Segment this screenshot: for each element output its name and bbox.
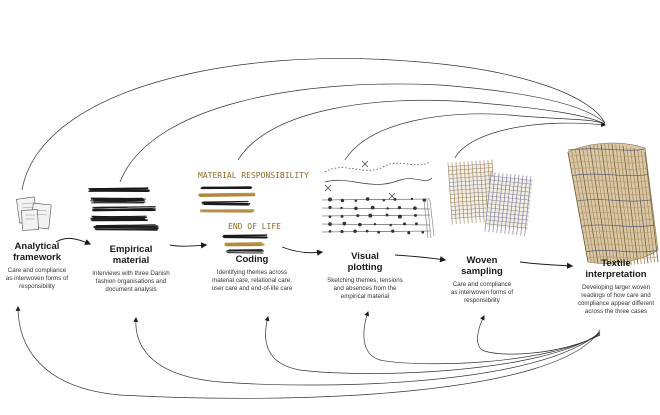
draped-textile (568, 143, 658, 265)
framework-sketch (16, 197, 51, 231)
plot-dot (421, 231, 424, 234)
plot-dot (413, 206, 417, 210)
plot-fringe (424, 200, 434, 238)
plot-dot (329, 215, 332, 218)
plot-dot (341, 199, 344, 202)
arc-top-1 (22, 58, 605, 190)
plot-dot (341, 215, 344, 218)
plot-dot (414, 214, 417, 217)
plot-dot (358, 223, 362, 227)
plot-dot (355, 199, 358, 202)
plot-dot (328, 198, 332, 202)
plot-dot (343, 222, 347, 226)
plot-dot (340, 207, 342, 209)
step-title: Coding (196, 254, 308, 265)
coding-subheading: END OF LIFE (228, 222, 281, 231)
coding-stroke (225, 243, 261, 244)
coding-sketch: MATERIAL RESPONSIBILITY END OF LIFE (198, 171, 309, 253)
plot-dot (403, 222, 406, 225)
arrow-5-6 (520, 262, 572, 266)
plot-dot (353, 229, 356, 232)
plot-line (322, 231, 430, 232)
plot-dot (340, 230, 343, 233)
arc-bottom-1 (18, 307, 600, 398)
plot-dot (391, 229, 394, 232)
plot-dot (366, 230, 369, 233)
plot-dot (383, 199, 385, 201)
paper-sheet (21, 210, 38, 231)
bottom-feedback-arcs (18, 307, 600, 398)
woven-sampling-sketch (448, 160, 533, 236)
plot-dot (415, 222, 418, 225)
arc-top-3 (238, 100, 605, 160)
top-feedback-arcs (22, 58, 605, 190)
plot-dot (398, 206, 401, 209)
plot-dot (328, 222, 332, 226)
plot-dot (389, 224, 392, 227)
plot-dot (371, 206, 375, 210)
textile-interpretation-sketch (568, 143, 658, 265)
arc-top-4 (345, 114, 605, 160)
plot-dot (356, 214, 359, 217)
coding-strokes (198, 187, 267, 253)
plot-curve (325, 178, 432, 184)
coding-stroke (203, 187, 251, 188)
visual-plotting-sketch (322, 161, 434, 238)
coding-stroke (200, 195, 255, 196)
plot-x-mark (362, 161, 368, 167)
scribble-stroke (95, 228, 159, 229)
plot-line (322, 215, 430, 216)
plot-dot (386, 207, 388, 209)
coding-heading: MATERIAL RESPONSIBILITY (198, 171, 309, 180)
plot-dot (386, 214, 389, 217)
plot-x-mark (325, 185, 331, 191)
plot-x-mark (389, 193, 395, 199)
arc-bottom-3 (266, 317, 600, 374)
plot-dot (328, 206, 331, 209)
coding-stroke (203, 204, 249, 205)
coding-stroke (203, 201, 248, 202)
plot-dot (374, 223, 376, 225)
plot-dot (407, 231, 410, 234)
scribble-stroke (94, 227, 158, 228)
plot-curve (325, 162, 430, 172)
plot-dot (411, 198, 413, 200)
plot-dot (377, 231, 380, 234)
plot-dot (366, 197, 370, 201)
plot-line (322, 199, 430, 200)
plot-dot (368, 214, 372, 218)
plot-dot (329, 230, 332, 233)
empirical-material-sketch (88, 188, 159, 230)
coding-stroke (226, 244, 262, 245)
arc-top-2 (120, 84, 605, 182)
plot-dot (354, 207, 358, 211)
plot-dot (398, 215, 402, 219)
weave-sample-cool (485, 172, 533, 236)
